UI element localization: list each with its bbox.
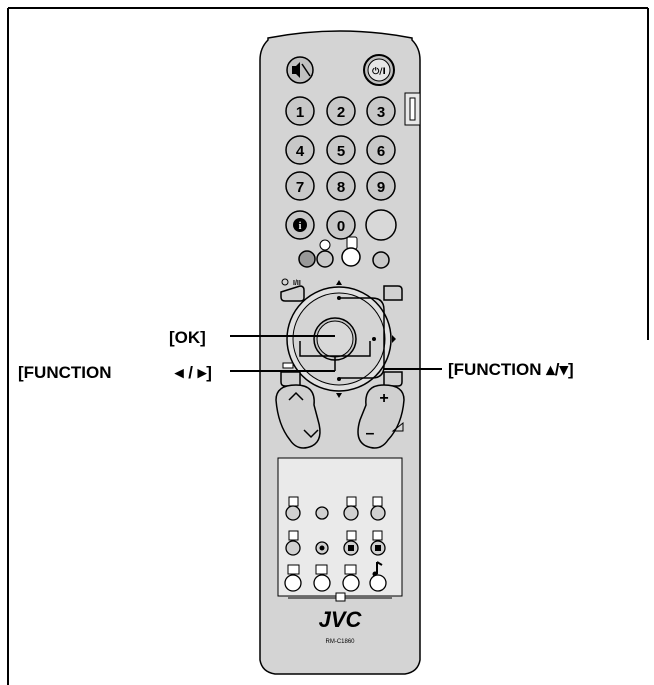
ok-button[interactable] xyxy=(313,317,357,361)
side-switch-knob xyxy=(409,97,416,121)
channel-up-icon xyxy=(288,391,304,401)
rewind-button[interactable] xyxy=(315,506,329,520)
tv-up-button[interactable] xyxy=(285,505,301,521)
pip-icon-1 xyxy=(287,564,300,575)
number-key-7-label: 7 xyxy=(296,179,304,196)
number-key-6[interactable]: 6 xyxy=(366,135,396,165)
pip-button-3[interactable] xyxy=(342,574,360,592)
pip-icon-2 xyxy=(315,564,328,575)
volume-plus-label: + xyxy=(379,390,388,407)
stop-square-icon xyxy=(348,545,354,551)
number-key-2-label: 2 xyxy=(337,104,345,121)
top-right-button[interactable] xyxy=(383,285,403,301)
nav-right-dot[interactable] xyxy=(372,337,376,341)
clock-box-icon xyxy=(288,530,299,541)
number-key-3-label: 3 xyxy=(377,104,385,121)
mode-label: I/II xyxy=(293,280,301,287)
blue-button[interactable] xyxy=(372,251,390,269)
cancel-icon xyxy=(346,530,357,541)
number-key-4[interactable]: 4 xyxy=(285,135,315,165)
down-arrow-icon xyxy=(336,393,342,398)
index-icon xyxy=(372,530,383,541)
mute-icon xyxy=(292,62,300,78)
number-key-5-label: 5 xyxy=(337,143,345,160)
pip-button-1[interactable] xyxy=(284,574,302,592)
red-button[interactable] xyxy=(298,250,316,268)
right-lower-button[interactable] xyxy=(383,371,403,387)
mode-icon xyxy=(281,278,289,286)
plus-box-icon xyxy=(372,496,383,507)
volume-ramp-icon xyxy=(391,421,404,432)
number-key-2[interactable]: 2 xyxy=(326,96,356,126)
number-key-7[interactable]: 7 xyxy=(285,171,315,201)
channel-down-icon xyxy=(303,429,319,439)
help-icon xyxy=(346,496,357,507)
tv-down-button[interactable] xyxy=(285,540,301,556)
info-icon xyxy=(293,218,307,232)
number-key-9-label: 9 xyxy=(377,179,385,196)
yellow-button[interactable] xyxy=(341,247,361,267)
function-lr-symbol: ◂ / ▸] xyxy=(174,363,212,382)
model-number: RM-C1860 xyxy=(325,639,355,645)
lower-row-3 xyxy=(284,561,392,602)
number-key-8[interactable]: 8 xyxy=(326,171,356,201)
number-key-1[interactable]: 1 xyxy=(285,96,315,126)
number-key-0-label: 0 xyxy=(337,218,345,235)
number-key-1-label: 1 xyxy=(296,104,304,121)
lower-row-1 xyxy=(285,496,386,521)
fast-forward-button[interactable] xyxy=(370,505,386,521)
volume-minus-label: – xyxy=(366,425,375,442)
number-key-3[interactable]: 3 xyxy=(366,96,396,126)
pip-button-2[interactable] xyxy=(313,574,331,592)
lower-row-2 xyxy=(285,530,386,556)
power-button[interactable]: ⏻/I xyxy=(363,54,395,86)
pip-center-icon xyxy=(335,592,346,602)
number-key-4-label: 4 xyxy=(296,143,305,160)
pause-square-icon xyxy=(375,545,381,551)
up-arrow-icon xyxy=(336,280,342,285)
info-label: i xyxy=(299,221,302,232)
function-ud-label: [FUNCTION ▴/▾] xyxy=(448,360,574,379)
function-ud-bracket xyxy=(339,297,385,379)
menu-icon xyxy=(282,362,294,369)
function-lr-label: [FUNCTION xyxy=(18,363,111,382)
number-key-9[interactable]: 9 xyxy=(366,171,396,201)
record-dot-icon xyxy=(319,545,325,551)
ok-label: [OK] xyxy=(169,328,206,347)
volume-rocker[interactable]: + – xyxy=(357,384,405,449)
pip-icon-3 xyxy=(344,564,357,575)
play-button[interactable] xyxy=(343,505,359,521)
mode-button[interactable] xyxy=(280,285,305,302)
number-key-0[interactable]: 0 xyxy=(326,210,356,240)
left-lower-button[interactable] xyxy=(280,371,301,387)
power-label: ⏻/I xyxy=(372,66,386,77)
music-button[interactable] xyxy=(369,574,387,592)
brand-logo: JVC xyxy=(319,607,363,632)
number-key-5[interactable]: 5 xyxy=(326,135,356,165)
blank-button[interactable] xyxy=(365,209,397,241)
channel-rocker[interactable] xyxy=(275,384,321,449)
number-key-8-label: 8 xyxy=(337,179,345,196)
right-arrow-icon xyxy=(392,335,396,343)
clock-icon xyxy=(346,236,358,250)
freeze-icon xyxy=(288,496,299,507)
swap-icon xyxy=(319,239,331,251)
number-key-6-label: 6 xyxy=(377,143,385,160)
mute-button[interactable] xyxy=(286,56,314,84)
green-button[interactable] xyxy=(316,250,334,268)
music-note-icon xyxy=(376,561,383,574)
info-button[interactable]: i xyxy=(285,210,315,240)
